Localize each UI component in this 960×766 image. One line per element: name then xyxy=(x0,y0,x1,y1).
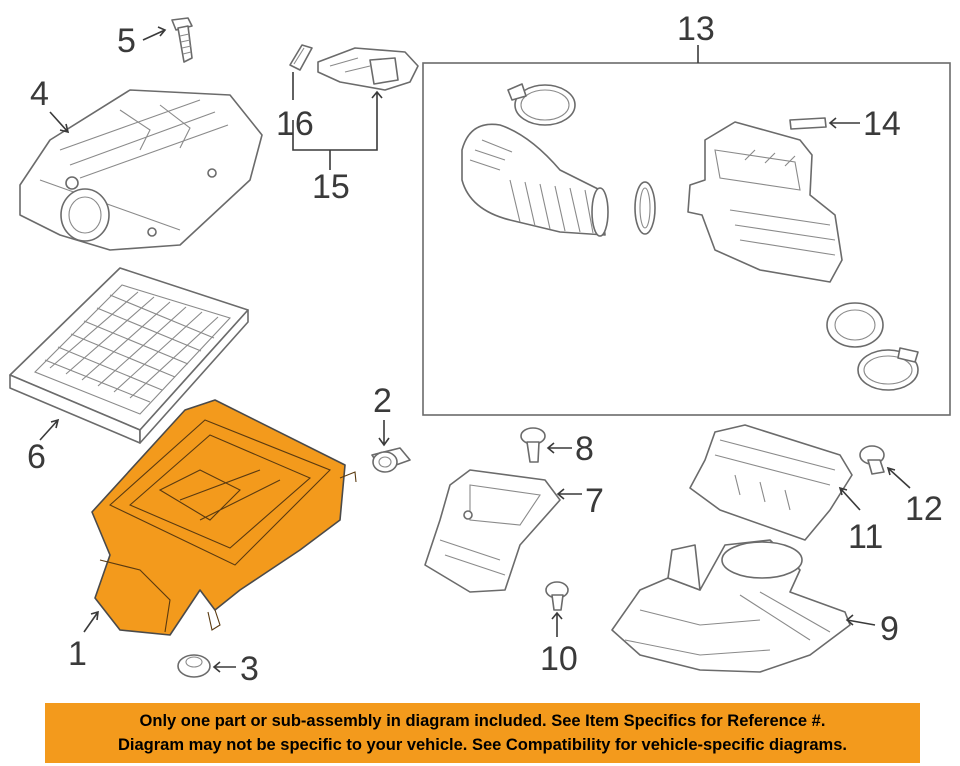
callout-14: 14 xyxy=(863,105,901,143)
part-10-push-pin xyxy=(545,581,569,611)
disclaimer-banner: Only one part or sub-assembly in diagram… xyxy=(45,703,920,763)
part-13-intake-assembly xyxy=(461,83,919,391)
assembly-13-box xyxy=(422,62,951,416)
part-5-bolt xyxy=(171,17,193,63)
part-1-housing-highlighted xyxy=(91,399,357,636)
callout-12: 12 xyxy=(905,490,943,528)
callout-11: 11 xyxy=(848,518,883,556)
part-11-inlet-duct xyxy=(689,424,853,541)
callouts: 5 4 16 15 13 14 6 2 8 7 11 12 9 10 1 3 xyxy=(27,10,943,688)
part-8-push-pin xyxy=(520,427,546,463)
callout-3: 3 xyxy=(240,650,259,688)
callout-9: 9 xyxy=(880,610,899,648)
disclaimer-line-1: Only one part or sub-assembly in diagram… xyxy=(139,712,826,730)
part-7-duct xyxy=(424,469,561,593)
part-2-grommet xyxy=(371,447,411,473)
part-9-air-duct xyxy=(611,539,851,673)
callout-5: 5 xyxy=(117,22,136,60)
parts-diagram: 5 4 16 15 13 14 6 2 8 7 11 12 9 10 1 3 xyxy=(9,10,951,688)
callout-10: 10 xyxy=(540,640,578,678)
callout-2: 2 xyxy=(373,382,392,420)
callout-8: 8 xyxy=(575,430,594,468)
part-6-filter xyxy=(9,267,249,444)
part-3-grommet xyxy=(177,654,211,678)
part-12-push-pin xyxy=(859,445,885,475)
callout-7: 7 xyxy=(585,482,604,520)
disclaimer-line-2: Diagram may not be specific to your vehi… xyxy=(118,736,847,754)
callout-6: 6 xyxy=(27,438,46,476)
part-16-seal xyxy=(289,44,313,71)
callout-15: 15 xyxy=(312,168,350,206)
callout-1: 1 xyxy=(68,635,87,673)
callout-13: 13 xyxy=(677,10,715,48)
part-4-cover xyxy=(19,89,263,251)
part-15-sensor xyxy=(317,47,419,91)
callout-4: 4 xyxy=(30,75,49,113)
callout-16: 16 xyxy=(276,105,314,143)
